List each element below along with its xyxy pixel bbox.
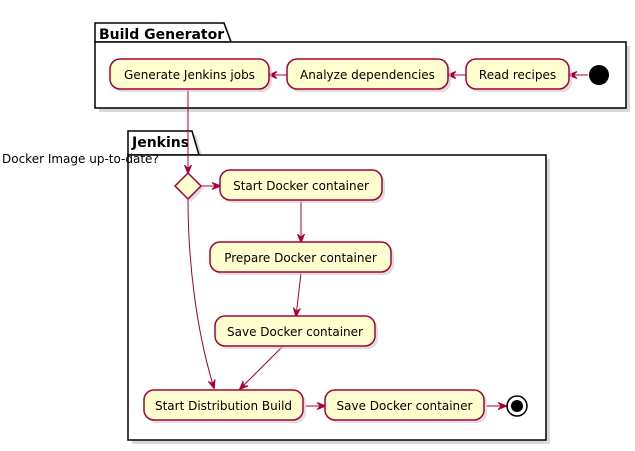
edges xyxy=(188,75,588,406)
node-prepare-docker-container: Prepare Docker container xyxy=(209,241,394,275)
node-label-save-docker-container-2: Save Docker container xyxy=(337,399,473,413)
node-save-docker-container-1: Save Docker container xyxy=(214,315,378,349)
decision-label: Docker Image up-to-date? xyxy=(2,152,159,166)
start-node xyxy=(589,65,609,85)
decision-node: Docker Image up-to-date? xyxy=(2,152,204,202)
edge-save-to-distribution xyxy=(240,346,283,389)
node-read-recipes: Read recipes xyxy=(465,58,572,92)
node-analyze-dependencies: Analyze dependencies xyxy=(286,58,451,92)
node-save-docker-container-2: Save Docker container xyxy=(324,389,487,423)
node-label-save-docker-container-1: Save Docker container xyxy=(227,325,363,339)
package-title-build-generator: Build Generator xyxy=(99,27,224,43)
edge-decision-to-distribution xyxy=(187,198,214,388)
node-label-start-docker-container: Start Docker container xyxy=(233,179,369,193)
node-label-prepare-docker-container: Prepare Docker container xyxy=(224,251,377,265)
edge-prepare-to-save xyxy=(296,272,302,316)
node-label-start-distribution-build: Start Distribution Build xyxy=(155,399,292,413)
node-label-analyze-dependencies: Analyze dependencies xyxy=(300,68,435,82)
node-label-generate-jenkins-jobs: Generate Jenkins jobs xyxy=(124,68,255,82)
end-node xyxy=(506,395,528,417)
node-generate-jenkins-jobs: Generate Jenkins jobs xyxy=(109,58,272,92)
package-title-jenkins: Jenkins xyxy=(131,135,189,151)
node-start-distribution-build: Start Distribution Build xyxy=(143,389,306,423)
node-start-docker-container: Start Docker container xyxy=(219,169,385,203)
node-label-read-recipes: Read recipes xyxy=(479,68,556,82)
